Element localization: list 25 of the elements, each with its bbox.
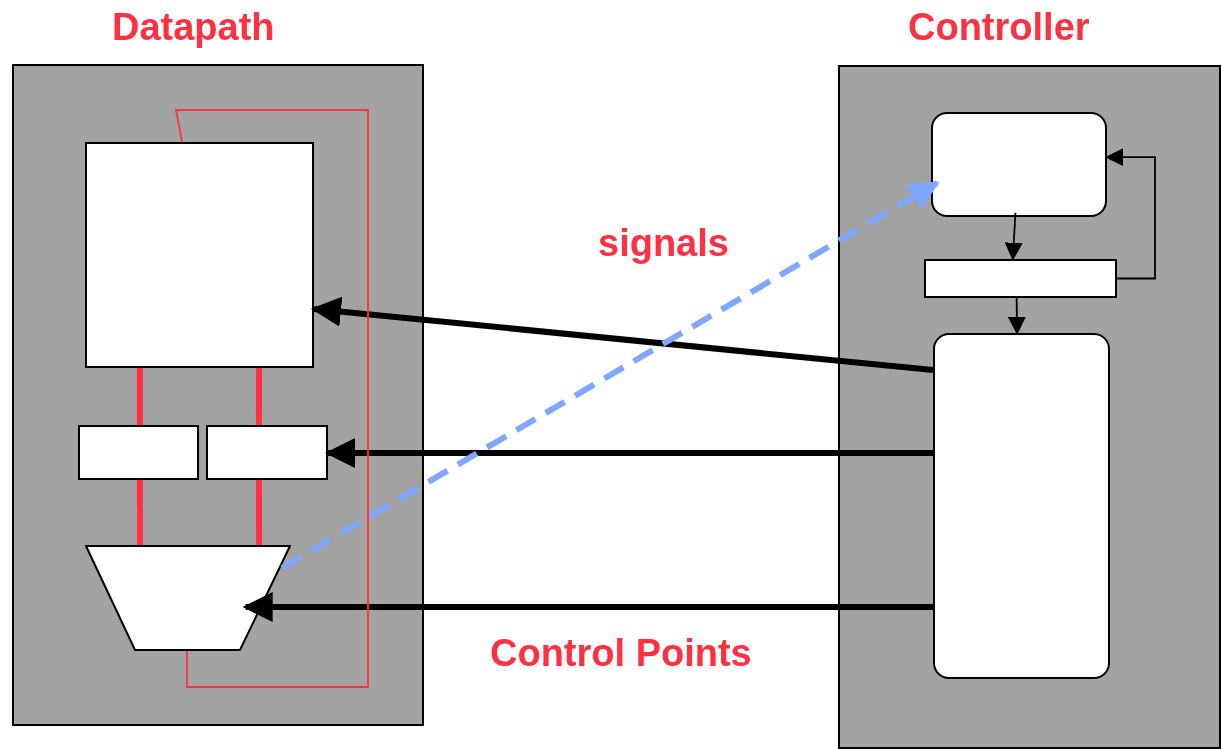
connector-line: [174, 109, 369, 688]
panel-title: Controller: [908, 6, 1090, 49]
panel-title: Datapath: [112, 6, 275, 49]
arrow: [325, 438, 933, 469]
alu-trapezoid: [85, 545, 291, 651]
dashed-arrow: [280, 180, 940, 571]
panel: [12, 64, 424, 726]
register-bar: [924, 259, 1117, 298]
edge-label: signals: [598, 222, 729, 265]
connector-line: [136, 480, 143, 545]
arrow: [1105, 148, 1156, 280]
arrow: [1004, 211, 1023, 261]
process-box: [78, 425, 199, 480]
arrow: [1007, 297, 1026, 335]
process-box: [206, 425, 328, 480]
process-box: [85, 142, 314, 368]
connector-line: [255, 368, 263, 425]
arrow: [242, 592, 933, 622]
rounded-box: [931, 112, 1107, 217]
connector-line: [255, 480, 263, 545]
diagram-label: Control Points: [490, 632, 752, 675]
arrow: [311, 296, 934, 373]
connector-line: [136, 368, 143, 425]
rounded-box: [933, 333, 1110, 679]
panel: [838, 65, 1221, 749]
